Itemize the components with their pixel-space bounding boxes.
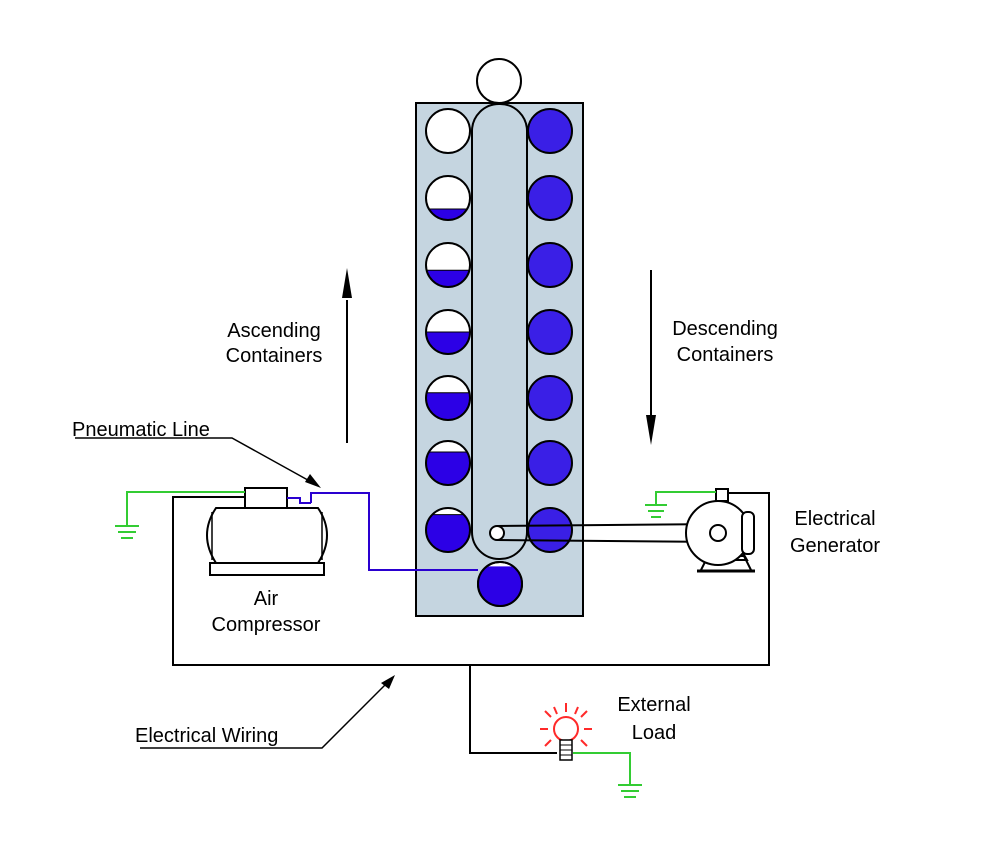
- descending-arrow: [646, 270, 656, 445]
- air-compressor-label-line1: Air: [254, 588, 279, 610]
- pneumatic-line: [287, 492, 478, 571]
- light-bulb-icon: [540, 703, 592, 761]
- ground-wires: [115, 491, 716, 798]
- ascending-container-outline: [425, 309, 471, 355]
- electrical-wiring-label: Electrical Wiring: [135, 725, 278, 747]
- descending-container: [527, 175, 573, 221]
- ascending-container-outline: [425, 242, 471, 288]
- external-load-label-line1: External: [617, 694, 690, 716]
- container-belt: [471, 103, 528, 560]
- descending-container: [527, 309, 573, 355]
- drive-belt: [489, 523, 723, 543]
- generator-label-line1: Electrical: [794, 508, 875, 530]
- descending-label-line1: Descending: [672, 318, 778, 340]
- ascending-container-outline: [425, 375, 471, 421]
- leader-lines: [75, 437, 391, 749]
- descending-container: [527, 242, 573, 288]
- descending-container: [527, 108, 573, 154]
- ascending-label-line2: Containers: [226, 345, 323, 367]
- electrical-wiring: [172, 492, 770, 754]
- descending-container: [527, 375, 573, 421]
- top-pulley-wheel: [476, 58, 522, 104]
- air-compressor: [206, 487, 328, 576]
- ascending-container-water: [426, 332, 470, 354]
- generator-label-line2: Generator: [790, 535, 880, 557]
- ascending-label-line1: Ascending: [227, 320, 320, 342]
- ascending-container-outline: [425, 440, 471, 486]
- electrical-generator: [685, 488, 755, 573]
- descending-container: [527, 440, 573, 486]
- wiring-leader-arrowhead: [381, 675, 395, 689]
- ascending-container-water: [426, 270, 470, 287]
- ascending-container-water: [426, 209, 470, 220]
- air-compressor-label-line2: Compressor: [212, 614, 321, 636]
- ascending-container: [426, 109, 470, 153]
- ascending-container-outline: [425, 507, 471, 553]
- descending-containers: [527, 108, 573, 553]
- pneumatic-leader-arrowhead: [305, 474, 321, 488]
- ascending-arrow: [342, 268, 352, 443]
- descending-label-line2: Containers: [677, 344, 774, 366]
- ascending-container-outline: [425, 175, 471, 221]
- descending-container: [527, 507, 573, 553]
- pneumatic-line-label: Pneumatic Line: [72, 419, 210, 441]
- external-load-label-line2: Load: [632, 722, 677, 744]
- ascending-container-outline: [425, 108, 471, 154]
- ascending-containers: [425, 108, 471, 553]
